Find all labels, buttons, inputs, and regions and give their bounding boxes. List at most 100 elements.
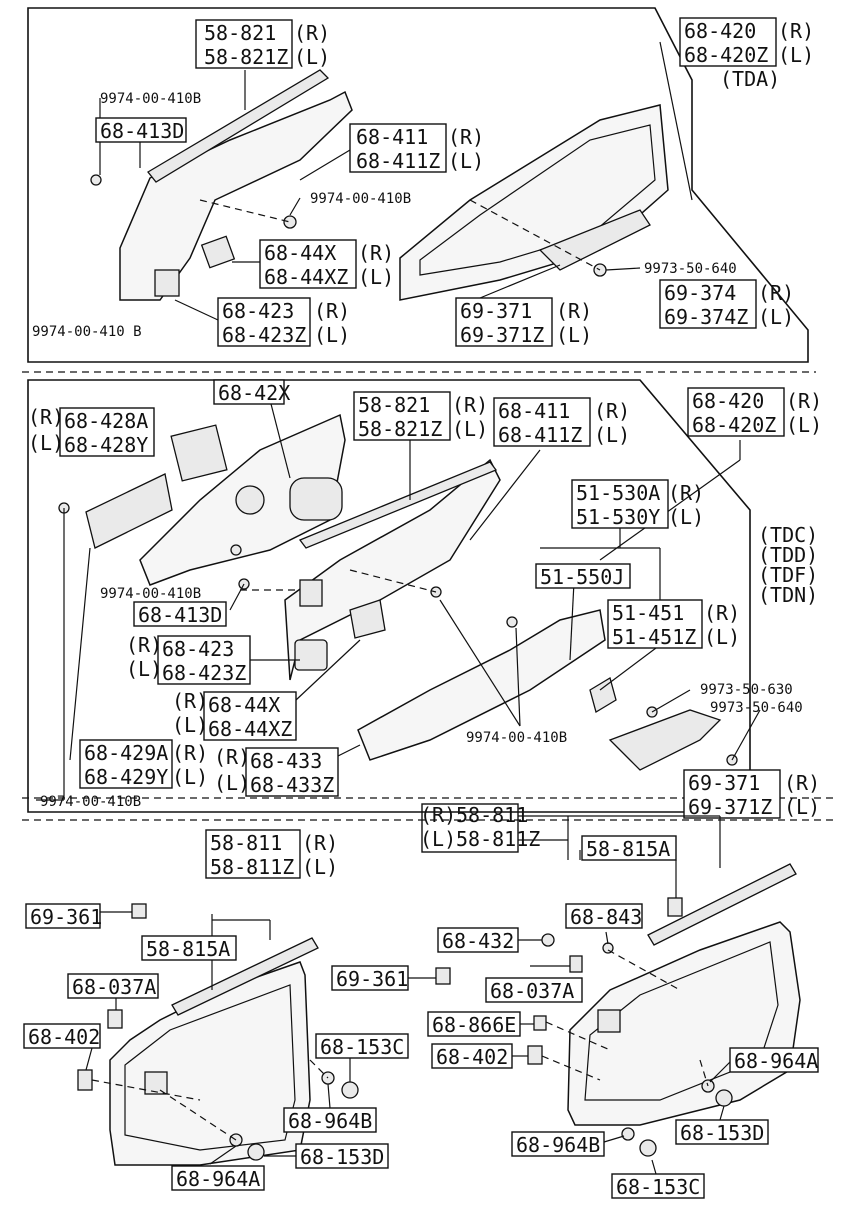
speaker-grille <box>289 477 343 521</box>
label-69-361: 69-361 <box>336 967 408 991</box>
label-r: (R) <box>214 745 250 769</box>
clip-68-866e <box>533 1015 547 1031</box>
label-69-371z: 69-371Z <box>460 323 544 347</box>
label-r: (R) <box>294 21 330 45</box>
label-68-402: 68-402 <box>28 1025 100 1049</box>
label-68-44xz: 68-44XZ <box>264 265 348 289</box>
label-l: (L) <box>172 713 208 737</box>
label-9974-00-410b: 9974-00-410B <box>100 586 201 602</box>
weatherstrip <box>147 69 330 183</box>
label-68-423z: 68-423Z <box>162 661 246 685</box>
label-r: (R) <box>172 689 208 713</box>
screw <box>90 174 102 186</box>
label-69-374: 69-374 <box>664 281 736 305</box>
label-68-037a: 68-037A <box>72 975 156 999</box>
label-r: (R) <box>314 299 350 323</box>
clip-58-815a <box>667 897 683 917</box>
label-69-361: 69-361 <box>30 905 102 929</box>
screw <box>639 1139 657 1157</box>
door-trim-right <box>567 921 801 1126</box>
label-68-433: 68-433 <box>250 749 322 773</box>
label-68-429a: 68-429A <box>84 741 168 765</box>
label-l: (L) <box>778 43 814 67</box>
label-l: (L) <box>358 265 394 289</box>
label-69-371: 69-371 <box>688 771 760 795</box>
speaker-ring <box>235 485 265 515</box>
label-68-423: 68-423 <box>222 299 294 323</box>
weatherstrip <box>171 937 319 1016</box>
label-58-821: 58-821 <box>204 21 276 45</box>
label-68-964b: 68-964B <box>516 1133 600 1157</box>
label-l: (L) <box>420 827 456 851</box>
label-tdn: (TDN) <box>758 583 818 607</box>
label-51-451: 51-451 <box>612 601 684 625</box>
label-58-821: 58-821 <box>358 393 430 417</box>
label-69-371: 69-371 <box>460 299 532 323</box>
push-pin <box>77 1069 93 1091</box>
pocket <box>299 579 323 607</box>
label-l: (L) <box>786 413 822 437</box>
door-trim-left <box>109 961 311 1166</box>
trim-strip <box>85 473 173 549</box>
label-68-423: 68-423 <box>162 637 234 661</box>
label-58-821z: 58-821Z <box>358 417 442 441</box>
label-68-433z: 68-433Z <box>250 773 334 797</box>
clip-insert <box>294 639 328 671</box>
label-l: (L) <box>556 323 592 347</box>
label-9974-00-410b: 9974-00-410B <box>100 91 201 107</box>
label-58-811: 58-811 <box>456 803 528 827</box>
label-tdf: (TDF) <box>758 563 818 587</box>
label-l: (L) <box>314 323 350 347</box>
armrest-grip <box>608 709 722 771</box>
armrest <box>538 209 651 271</box>
label-68-866e: 68-866E <box>432 1013 516 1037</box>
label-68-432: 68-432 <box>442 929 514 953</box>
section-tda: 58-821 58-821Z (R) (L) 9974-00-410B 68-4… <box>32 17 814 347</box>
label-r: (R) <box>594 399 630 423</box>
lower-trim <box>357 609 606 761</box>
label-r: (R) <box>758 281 794 305</box>
label-68-153d: 68-153D <box>680 1121 764 1145</box>
label-68-411z: 68-411Z <box>356 149 440 173</box>
label-9974-00-410b: 9974-00-410B <box>466 730 567 746</box>
label-l: (L) <box>214 771 250 795</box>
label-l: (L) <box>28 431 64 455</box>
label-9973-50-640: 9973-50-640 <box>644 261 737 277</box>
label-68-843: 68-843 <box>570 905 642 929</box>
label-r: (R) <box>668 481 704 505</box>
label-68-420z: 68-420Z <box>684 43 768 67</box>
label-r: (R) <box>556 299 592 323</box>
label-68-429y: 68-429Y <box>84 765 168 789</box>
door-panel-tda <box>399 104 669 301</box>
label-l: (L) <box>784 795 820 819</box>
label-68-420: 68-420 <box>692 389 764 413</box>
label-9974-00-410-b: 9974-00-410 B <box>32 324 142 340</box>
label-68-037a: 68-037A <box>490 979 574 1003</box>
label-l: (L) <box>172 765 208 789</box>
label-r: (R) <box>784 771 820 795</box>
handle-pocket <box>144 1071 168 1095</box>
label-68-42x: 68-42X <box>218 381 290 405</box>
label-r: (R) <box>704 601 740 625</box>
label-68-153c: 68-153C <box>616 1175 700 1199</box>
label-69-371z: 69-371Z <box>688 795 772 819</box>
label-l: (L) <box>704 625 740 649</box>
label-l: (L) <box>452 417 488 441</box>
label-r: (R) <box>452 393 488 417</box>
label-r: (R) <box>302 831 338 855</box>
label-68-44x: 68-44X <box>208 693 280 717</box>
washer-68-432 <box>541 933 555 947</box>
label-l: (L) <box>594 423 630 447</box>
label-68-153c: 68-153C <box>320 1035 404 1059</box>
label-68-428y: 68-428Y <box>64 433 148 457</box>
washer <box>621 1127 635 1141</box>
screw <box>230 544 242 556</box>
label-68-153d: 68-153D <box>300 1145 384 1169</box>
label-tda: (TDA) <box>720 67 780 91</box>
clip-69-361 <box>435 967 451 985</box>
weatherstrip <box>647 863 797 946</box>
label-51-451z: 51-451Z <box>612 625 696 649</box>
switch-panel <box>589 677 617 713</box>
label-51-530a: 51-530A <box>576 481 660 505</box>
label-69-374z: 69-374Z <box>664 305 748 329</box>
